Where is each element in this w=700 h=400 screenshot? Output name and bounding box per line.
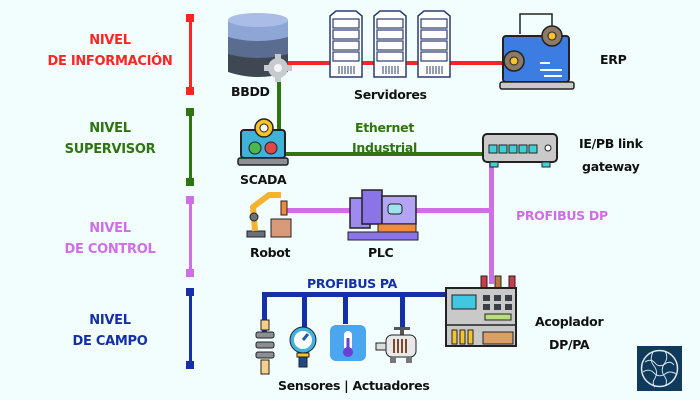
erp-label: ERP: [600, 52, 627, 67]
bracket-cap: [186, 87, 194, 95]
profibus-dp-label: PROFIBUS DP: [516, 208, 608, 223]
scada-label: SCADA: [240, 172, 287, 187]
profibus-pa-drop: [343, 292, 348, 324]
level-informacion-bracket: [189, 17, 192, 91]
plc-icon: [347, 189, 419, 241]
control-panel-icon: [445, 275, 517, 347]
level-campo-label: NIVEL DE CAMPO: [72, 313, 148, 349]
servidores-label: Servidores: [354, 87, 427, 102]
server-icon: [417, 10, 451, 78]
profibus-dp-vertical: [489, 162, 494, 284]
spring-sensor-icon: [255, 319, 275, 375]
motor-icon: [375, 327, 417, 363]
level-control-label: NIVEL DE CONTROL: [64, 221, 156, 257]
level-informacion-label: NIVEL DE INFORMACIÓN: [47, 33, 173, 69]
robot-label: Robot: [250, 245, 291, 260]
robot-arm-icon: [246, 192, 292, 238]
bracket-cap: [186, 14, 194, 22]
thermometer-icon: [330, 325, 366, 361]
profibus-pa-drop: [262, 292, 267, 332]
bracket-cap: [186, 178, 194, 186]
bracket-cap: [186, 108, 194, 116]
pressure-gauge-icon: [289, 326, 317, 368]
laptop-check-icon: [237, 118, 289, 166]
database-icon: [228, 13, 292, 82]
laptop-gears-icon: [499, 13, 575, 90]
bracket-cap: [186, 288, 194, 296]
profibus-pa-drop: [302, 292, 307, 328]
gateway-label: IE/PB link gateway: [579, 136, 643, 174]
bracket-cap: [186, 269, 194, 277]
server-icon: [373, 10, 407, 78]
level-campo-bracket: [189, 292, 192, 364]
sensores-actuadores-label: Sensores | Actuadores: [278, 378, 430, 393]
profibus-pa-trunk: [262, 292, 447, 297]
server-icon: [329, 10, 363, 78]
ethernet-industrial-label: Ethernet Industrial: [352, 120, 417, 155]
ethernet-industrial-line: [285, 152, 485, 156]
bracket-cap: [186, 361, 194, 369]
bbdd-scada-link: [277, 80, 281, 158]
level-control-bracket: [189, 199, 192, 273]
globe-puzzle-logo: [637, 346, 682, 391]
level-supervisor-label: NIVEL SUPERVISOR: [64, 121, 156, 157]
profibus-pa-drop: [400, 292, 405, 330]
bracket-cap: [186, 196, 194, 204]
profibus-pa-label: PROFIBUS PA: [307, 276, 398, 291]
bbdd-label: BBDD: [231, 84, 270, 99]
network-switch-icon: [482, 133, 558, 168]
plc-label: PLC: [368, 245, 394, 260]
level-supervisor-bracket: [189, 111, 192, 182]
acoplador-label: Acoplador DP/PA: [535, 314, 604, 352]
